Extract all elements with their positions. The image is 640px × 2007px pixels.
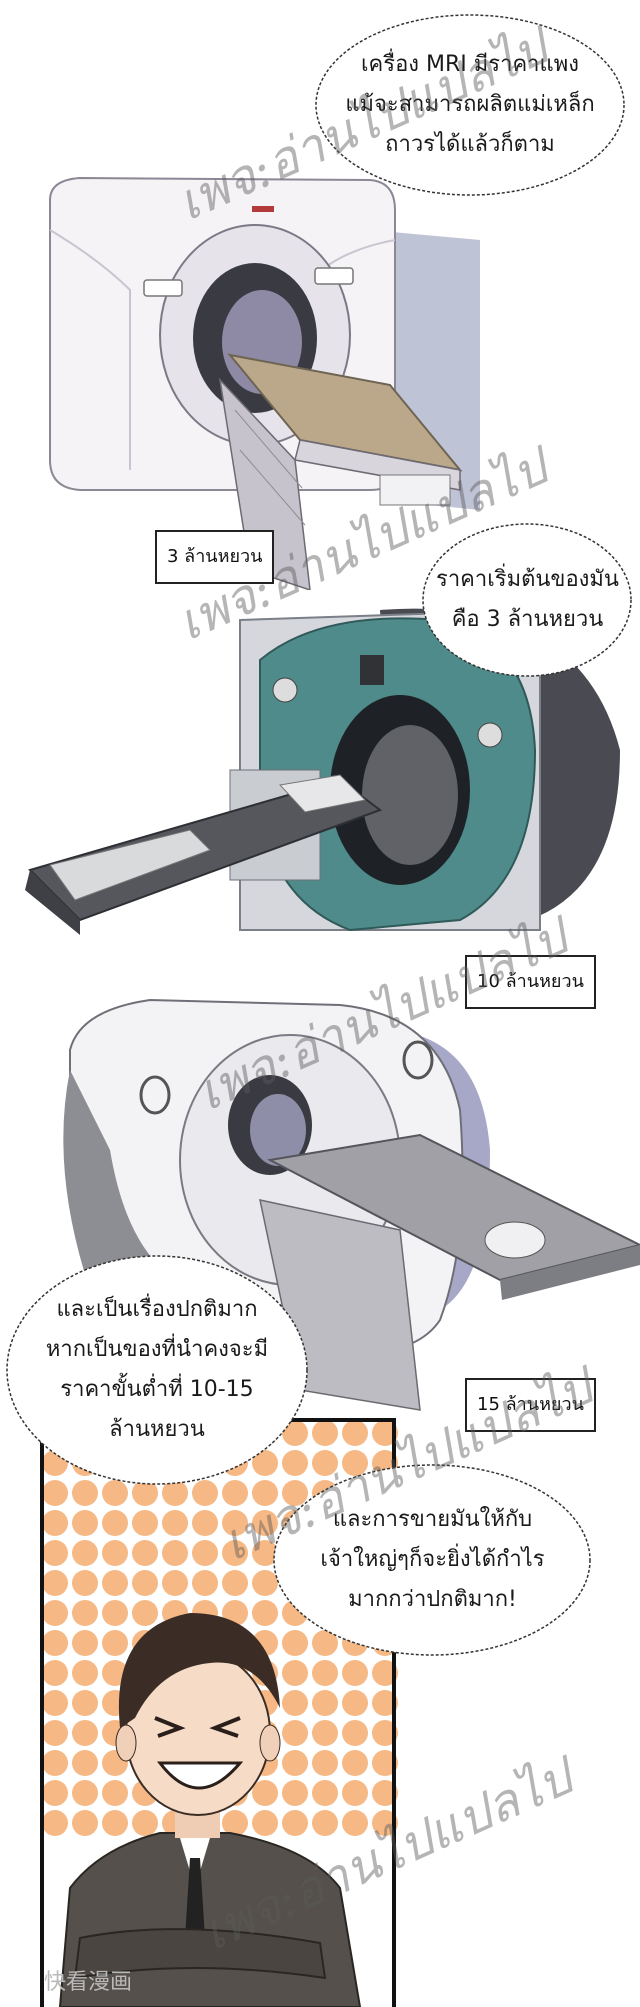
price-label-10m: 10 ล้านหยวน [465,955,596,1009]
panel-mri-teal [20,600,620,960]
mri-machine-white-illustration [49,176,480,590]
bubble-line: เครื่อง MRI มีราคาแพง [361,52,579,77]
speech-bubble-profit: และการขายมันให้กับ เจ้าใหญ่ๆก็จะยิ่งได้ก… [270,1460,595,1660]
bubble-line: และการขายมันให้กับ [332,1507,533,1532]
mri-machine-teal-illustration [25,608,620,935]
price-label-3m: 3 ล้านหยวน [155,530,275,584]
bubble-line: หากเป็นของที่นำคงจะมี [45,1337,269,1362]
panel-mri-white [40,170,520,590]
bubble-line: มากกว่าปกติมาก! [348,1587,517,1612]
bubble-line: ราคาเริ่มต้นของมัน [436,567,619,592]
speech-bubble-mri-price: เครื่อง MRI มีราคาแพง แม้จะสามารถผลิตแม่… [310,10,630,200]
speech-bubble-typical-price: และเป็นเรื่องปกติมาก หากเป็นของที่นำคงจะ… [2,1250,312,1490]
bubble-line: และเป็นเรื่องปกติมาก [56,1297,258,1322]
speech-bubble-shape [315,14,625,196]
bubble-line: เจ้าใหญ่ๆก็จะยิ่งได้กำไร [320,1547,545,1572]
speech-bubble-shape [6,1255,308,1485]
kuaikan-logo: 快看漫画 [44,1970,133,1995]
speech-bubble-shape [273,1464,591,1656]
bubble-line: แม้จะสามารถผลิตแม่เหล็ก [345,92,595,117]
bubble-line: ราคาขั้นต่ำที่ 10-15 [60,1377,254,1402]
bubble-line: ถาวรได้แล้วก็ตาม [385,132,555,157]
speech-bubble-shape [422,523,632,677]
bubble-line: คือ 3 ล้านหยวน [451,607,604,632]
bubble-line: ล้านหยวน [109,1417,205,1442]
speech-bubble-starting-price: ราคาเริ่มต้นของมัน คือ 3 ล้านหยวน [420,520,635,680]
price-label-15m: 15 ล้านหยวน [465,1378,596,1432]
